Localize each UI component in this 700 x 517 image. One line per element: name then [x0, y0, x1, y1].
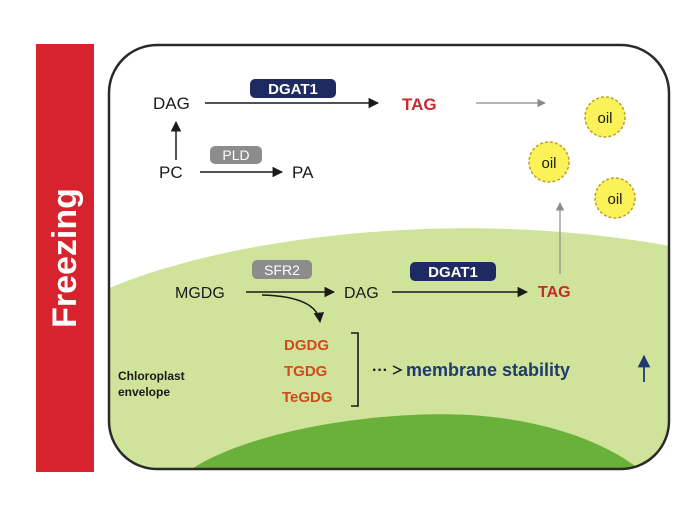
mgdg-to-dgdg-arrow — [261, 294, 325, 324]
sfr2-enzyme-label: SFR2 — [264, 262, 300, 278]
cyto-dag-label: DAG — [153, 94, 190, 113]
oil-droplet-label-2: oil — [541, 155, 556, 172]
cell-interior — [109, 45, 669, 469]
oil-droplet-1: oil — [584, 96, 626, 138]
dgat1-enzyme-label-top: DGAT1 — [268, 81, 318, 98]
envelope-label-line1: Chloroplast — [118, 369, 185, 383]
cyto-tag-label: TAG — [402, 95, 437, 114]
chloro-tag-label: TAG — [538, 284, 571, 301]
product-tgdg: TGDG — [284, 363, 327, 380]
dgat1-enzyme-box-top — [250, 79, 336, 98]
chloroplast-region — [109, 228, 669, 469]
cyto-pa-label: PA — [292, 163, 314, 182]
outcome-dots: ··· — [372, 362, 388, 379]
dgat1-enzyme-label-chloroplast: DGAT1 — [428, 264, 478, 281]
oil-droplet-2: oil — [528, 141, 570, 183]
pld-enzyme-box — [210, 146, 262, 164]
pld-enzyme-label: PLD — [222, 147, 249, 163]
oil-droplet-label-3: oil — [607, 191, 622, 208]
products-bracket — [351, 332, 359, 407]
chloroplast-inner-membrane — [190, 414, 640, 469]
cyto-pc-label: PC — [159, 163, 183, 182]
product-dgdg: DGDG — [284, 337, 329, 354]
envelope-label-line2: envelope — [118, 385, 170, 399]
freezing-label: Freezing — [46, 188, 84, 328]
membrane-stability-label: membrane stability — [406, 360, 570, 380]
dgat1-enzyme-box-chloroplast — [410, 262, 496, 281]
oil-droplet-label-1: oil — [597, 110, 612, 127]
sfr2-enzyme-box — [252, 260, 312, 279]
oil-droplet-3: oil — [594, 177, 636, 219]
chloro-dag-label: DAG — [344, 285, 379, 302]
freezing-side-bar — [36, 44, 94, 472]
chloro-mgdg-label: MGDG — [175, 285, 225, 302]
outcome-arrow-head — [392, 365, 403, 375]
cell-membrane — [107, 43, 671, 471]
product-tegdg: TeGDG — [282, 389, 333, 406]
